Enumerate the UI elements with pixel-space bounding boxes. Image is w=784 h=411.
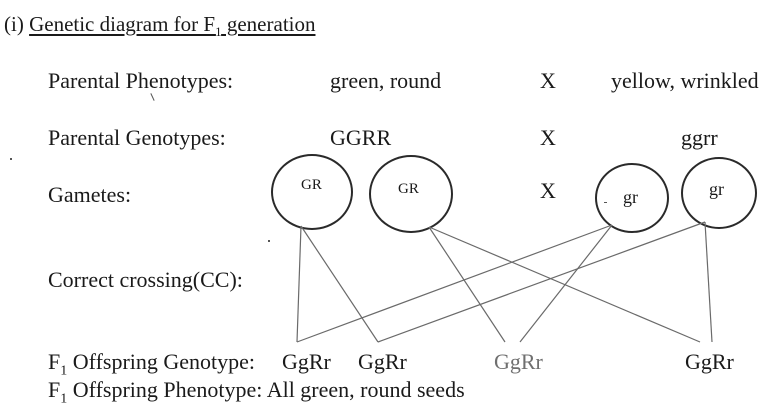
phenotypes-label: Parental Phenotypes: [48,68,234,93]
gamete-label-4: gr [709,179,724,199]
gamete-circle-4: gr [681,157,757,229]
gamete-label-2: GR [398,181,419,197]
heading-text: Genetic diagram for F1 generation [29,12,316,40]
pen-mark [604,202,607,203]
gamete-cross: X [540,178,556,203]
genotypes-label: Parental Genotypes: [48,125,226,150]
genotype-cross: X [540,125,556,150]
cross-line [519,224,613,343]
offspring-genotype-2: GgRr [358,349,407,374]
gamete-label-3: gr [623,187,638,207]
gamete-circle-3: gr [595,163,669,233]
offspring-genotype-label: F1 Offspring Genotype: [48,349,256,379]
gamete-label-1: GR [301,177,322,193]
offspring-genotype-3: GgRr [494,349,543,374]
genotype-parent-2: ggrr [681,125,718,150]
pen-mark [10,158,12,160]
offspring-genotype-1: GgRr [282,349,331,374]
offspring-genotype-4: GgRr [685,349,734,374]
gamete-circle-1: GR [271,154,353,230]
gametes-label: Gametes: [48,182,132,207]
cross-line [296,225,302,343]
offspring-phenotype-value: All green, round seeds [266,377,465,402]
diagram-heading: (i) Genetic diagram for F1 generation [4,12,315,44]
phenotype-parent-1: green, round [330,68,442,93]
cross-line [428,226,506,343]
cross-line [377,221,706,343]
cross-line [296,224,613,343]
crossing-label: Correct crossing(CC): [48,267,243,292]
genotype-parent-1: GGRR [330,125,392,150]
pen-mark [268,240,270,242]
gamete-circle-2: GR [369,155,453,233]
cross-line [300,225,379,343]
phenotype-parent-2: yellow, wrinkled [611,68,759,93]
phenotype-cross: X [540,68,556,93]
cross-line [704,221,713,343]
heading-number: (i) [4,12,24,36]
offspring-phenotype-label: F1 Offspring Phenotype: All green, round… [48,377,465,407]
